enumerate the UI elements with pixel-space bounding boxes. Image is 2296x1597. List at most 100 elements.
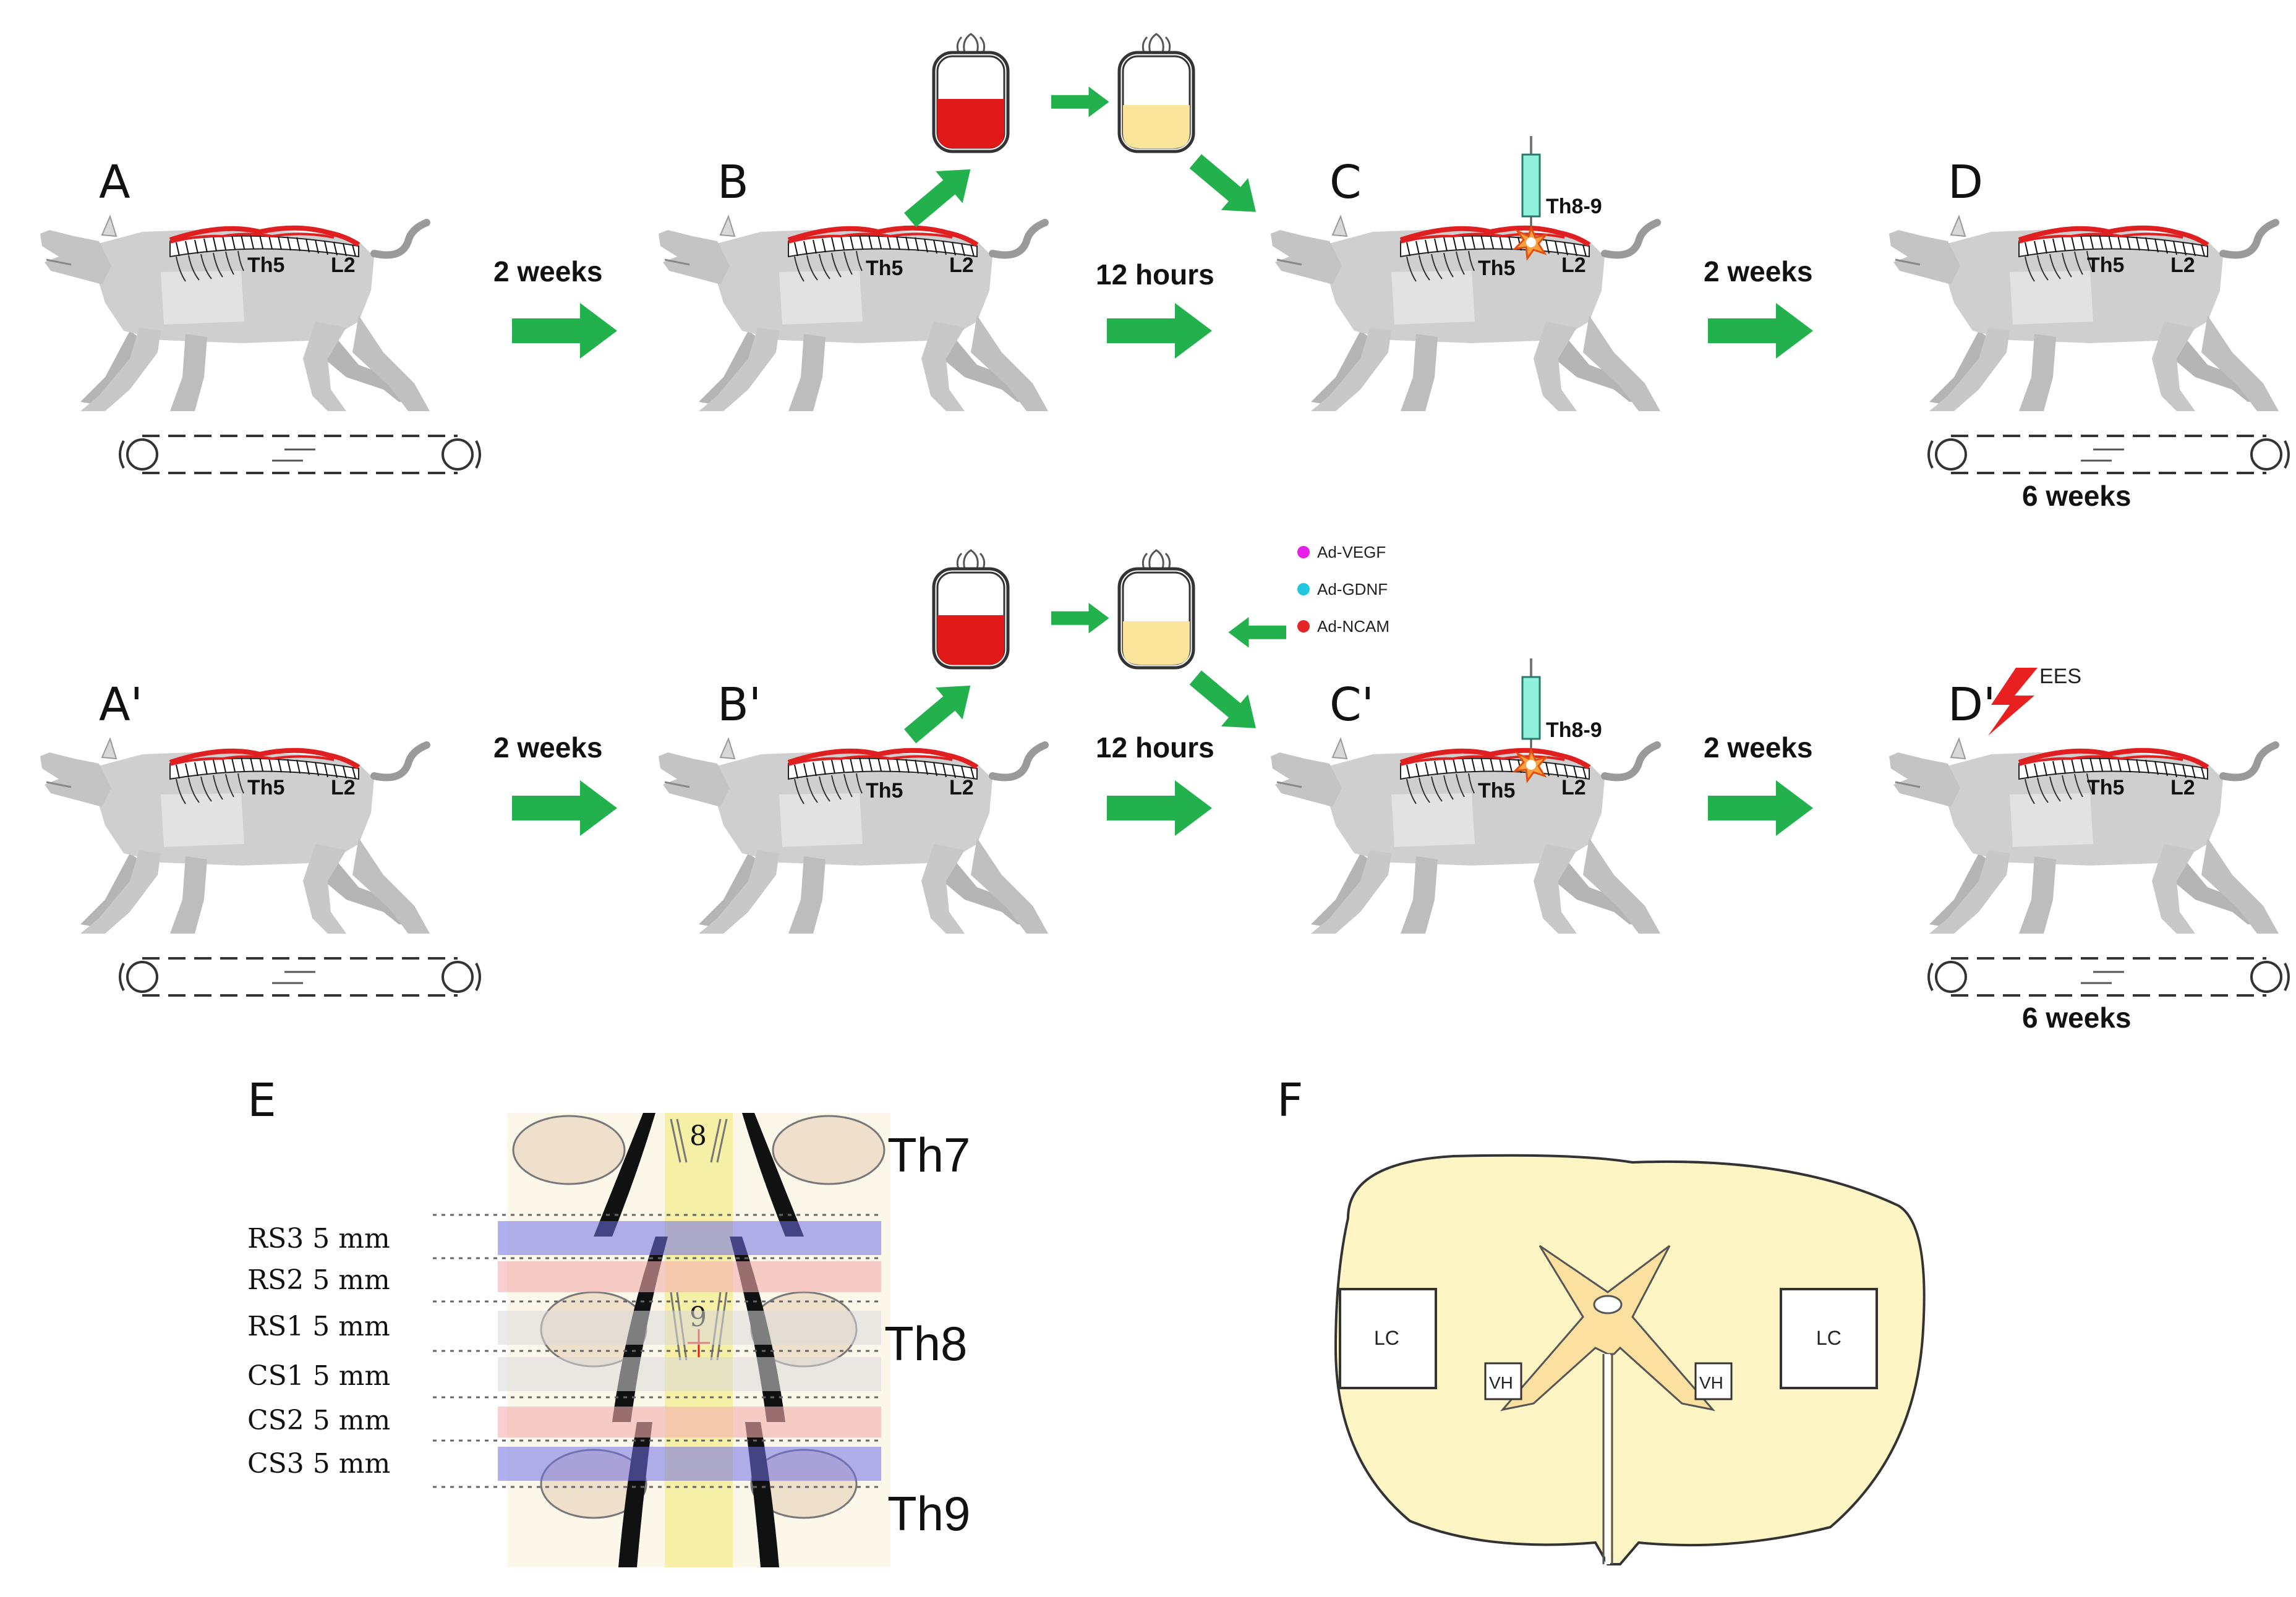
ventral-fissure [1602, 1354, 1613, 1564]
vh-label-right: VH [1699, 1373, 1723, 1392]
panel-letter-c-prime: C' [1329, 678, 1374, 731]
segment-band-cs2 [498, 1407, 881, 1437]
pig-illustration [40, 216, 430, 411]
stimulation-label: EES [2039, 665, 2081, 688]
vector-label: Ad-NCAM [1317, 617, 1389, 636]
panel-letter-a: A [99, 156, 130, 209]
green-arrow [512, 303, 617, 359]
segment-band-rs1 [498, 1311, 881, 1345]
interval-label: 12 hours [1096, 258, 1214, 291]
pig-illustration [1889, 739, 2279, 934]
panel-letter-f: F [1277, 1074, 1304, 1127]
spine-label-l2: L2 [331, 776, 356, 799]
panel-letter-a-prime: A' [99, 678, 143, 731]
vertebra-label-th9: Th9 [887, 1486, 970, 1541]
spine-label-th5: Th5 [2087, 253, 2124, 277]
plasma-bag [1119, 34, 1193, 151]
row-2: A' B' C' D' Th5 L2 Th5 L2 Th5 L2 Th5 L2 … [40, 543, 2290, 1034]
spine-label-l2: L2 [331, 253, 356, 277]
green-arrow [897, 153, 984, 236]
spine-label-l2: L2 [949, 253, 974, 277]
vector-dot-gdnf [1297, 583, 1310, 595]
spine-label-th5: Th5 [866, 779, 903, 803]
green-arrow [1708, 780, 1813, 836]
spine-label-th5: Th5 [866, 257, 903, 280]
interval-label: 2 weeks [1704, 255, 1812, 287]
interval-label: 12 hours [1096, 731, 1214, 764]
segment-label-rs1: RS1 5 mm [247, 1311, 390, 1342]
lateral-column-box-left [1339, 1288, 1437, 1389]
spine-label-th5: Th5 [247, 253, 284, 277]
panel-f: F LC LC VH VH [1277, 1074, 1926, 1565]
syringe-icon [1521, 135, 1541, 233]
segment-band-cs3 [498, 1447, 881, 1481]
vh-label-left: VH [1489, 1373, 1513, 1392]
treadmill [119, 435, 481, 474]
spine-label-l2: L2 [2170, 776, 2195, 799]
lateral-column-box-right [1780, 1288, 1878, 1389]
segment-dividers [433, 1214, 881, 1488]
syringe-icon [1521, 657, 1541, 756]
blood-bag [934, 550, 1008, 668]
central-canal [1593, 1295, 1623, 1314]
vertebra-label-th7: Th7 [887, 1128, 970, 1182]
spine-label-l2: L2 [949, 776, 974, 799]
segment-band-rs3 [498, 1221, 881, 1255]
interval-label: 2 weeks [1704, 731, 1812, 764]
lc-label-right: LC [1816, 1327, 1841, 1349]
vector-dot-ncam [1297, 620, 1310, 632]
segment-band-rs2 [498, 1261, 881, 1292]
vertebra-label-th8: Th8 [884, 1316, 967, 1371]
ventral-horn-box-right [1694, 1362, 1733, 1400]
injection-label: Th8-9 [1546, 718, 1602, 742]
treadmill-duration-label: 6 weeks [2022, 480, 2131, 512]
treadmill [1927, 957, 2290, 997]
interval-label: 2 weeks [493, 255, 602, 287]
green-arrow [512, 780, 617, 836]
treadmill [1927, 435, 2290, 474]
treadmill-duration-label: 6 weeks [2022, 1002, 2131, 1034]
pig-illustration [40, 739, 430, 934]
pig-illustration [1271, 739, 1660, 934]
lightning-icon [1988, 668, 2038, 736]
spine-label-th5: Th5 [1478, 257, 1515, 280]
spine-label-l2: L2 [1561, 776, 1586, 799]
panel-letter-d: D [1948, 156, 1983, 209]
green-arrow [1107, 780, 1212, 836]
vector-label: Ad-GDNF [1317, 580, 1388, 598]
segment-label-cs2: CS2 5 mm [247, 1405, 390, 1436]
vector-label: Ad-VEGF [1317, 543, 1386, 561]
plasma-bag [1119, 550, 1193, 668]
cord-cross-section [1334, 1154, 1926, 1565]
spine-label-l2: L2 [2170, 253, 2195, 277]
injection-label: Th8-9 [1546, 195, 1602, 218]
spine-label-l2: L2 [1561, 253, 1586, 277]
vector-legend: Ad-VEGF Ad-GDNF Ad-NCAM [1297, 543, 1389, 636]
segment-label-cs3: CS3 5 mm [247, 1448, 390, 1480]
panel-letter-d-prime: D' [1948, 678, 1995, 731]
panel-letter-c: C [1329, 156, 1362, 209]
segment-band-cs1 [498, 1357, 881, 1391]
pig-illustration [1271, 216, 1660, 411]
panel-letter-b: B [717, 156, 749, 209]
ventral-horn-box-left [1484, 1362, 1522, 1400]
green-arrow [1051, 603, 1109, 634]
pig-illustration [659, 216, 1048, 411]
green-arrow [897, 670, 984, 752]
panel-letter-b-prime: B' [717, 678, 761, 731]
spine-label-th5: Th5 [1478, 779, 1515, 803]
interval-label: 2 weeks [493, 731, 602, 764]
segment-label-cs1: CS1 5 mm [247, 1360, 390, 1392]
panel-e: E [247, 1074, 970, 1567]
green-arrow [1228, 617, 1286, 648]
gray-matter [1500, 1245, 1716, 1412]
spine-label-th5: Th5 [2087, 776, 2124, 799]
spine-label-th5: Th5 [247, 776, 284, 799]
root-number-8: 8 [689, 1120, 707, 1152]
green-arrow [1182, 145, 1270, 228]
treadmill [119, 957, 481, 997]
panel-letter-e: E [247, 1074, 276, 1127]
green-arrow [1107, 303, 1212, 359]
blood-bag [934, 34, 1008, 151]
